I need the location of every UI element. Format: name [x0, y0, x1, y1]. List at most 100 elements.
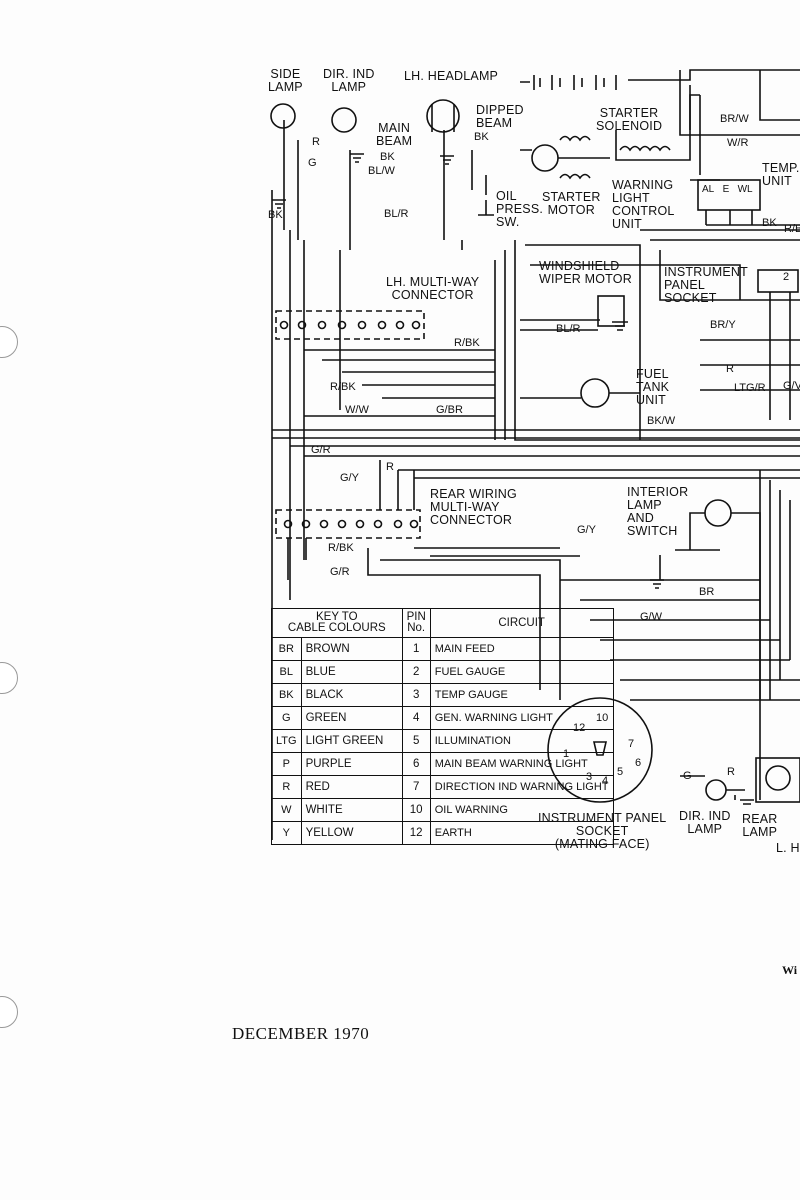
- oil-press-sw-label: OIL PRESS. SW.: [496, 190, 543, 229]
- circuit-header-cell: CIRCUIT: [429, 608, 614, 638]
- wire-label: BR: [699, 586, 715, 598]
- label-line: UNIT: [762, 174, 792, 188]
- key-cell-name: RED: [300, 775, 403, 799]
- key-cell-code: R: [271, 775, 302, 799]
- key-cell-code: W: [271, 798, 302, 822]
- label-line: SWITCH: [627, 524, 678, 538]
- label-line: REAR WIRING: [430, 487, 517, 501]
- label-line: SOCKET: [664, 291, 717, 305]
- label-line: INSTRUMENT: [664, 265, 748, 279]
- key-cell-name: LIGHT GREEN: [300, 729, 403, 753]
- key-cell-circuit: FUEL GAUGE: [429, 660, 614, 684]
- label-line: INTERIOR: [627, 485, 689, 499]
- wire-label: R: [726, 363, 734, 375]
- header-line: No.: [407, 622, 426, 634]
- key-cell-circuit: DIRECTION IND WARNING LIGHT: [429, 775, 614, 799]
- header-line: CABLE COLOURS: [287, 622, 386, 634]
- wire-label: R/BK: [330, 381, 356, 393]
- header-line: KEY TO: [316, 611, 358, 623]
- label-line: MOTOR: [547, 203, 595, 217]
- lh-rear-label: L. H: [776, 841, 800, 855]
- label-line: PANEL: [664, 278, 706, 292]
- control-unit-terminals: AL E WL: [702, 184, 753, 195]
- wire-label: R/BK: [454, 337, 480, 349]
- wire-label: G/W: [640, 611, 662, 623]
- socket-pin: 5: [617, 766, 624, 778]
- key-cell-pin: 3: [401, 683, 431, 707]
- key-cell-code: G: [271, 706, 302, 730]
- label-line: UNIT: [636, 393, 666, 407]
- wire-label: BL/W: [368, 165, 395, 177]
- label-line: BEAM: [376, 134, 413, 148]
- label-line: TANK: [636, 380, 670, 394]
- wire-label: R: [727, 766, 735, 778]
- main-beam-label: MAIN BEAM: [376, 122, 412, 148]
- label-line: LIGHT: [612, 191, 650, 205]
- pin-header-cell: PIN No.: [401, 608, 431, 638]
- dipped-beam-label: DIPPED BEAM: [476, 104, 524, 130]
- wire-label: BK: [268, 209, 283, 221]
- label-line: BEAM: [476, 116, 513, 130]
- key-cell-code: BR: [271, 637, 302, 661]
- key-cell-pin: 1: [401, 637, 431, 661]
- wire-label: G: [683, 770, 692, 782]
- key-cell-pin: 2: [401, 660, 431, 684]
- key-cell-name: PURPLE: [300, 752, 403, 776]
- starter-solenoid-label: STARTER SOLENOID: [596, 107, 662, 133]
- key-cell-pin: 4: [401, 706, 431, 730]
- key-table-header: KEY TO CABLE COLOURS PIN No. CIRCUIT: [271, 608, 614, 638]
- rear-lamp-label: REAR LAMP: [742, 813, 778, 839]
- wire-label: G/Y: [340, 472, 359, 484]
- label-line: REAR: [742, 812, 778, 826]
- wire-label: BK: [762, 217, 777, 229]
- label-line: WINDSHIELD: [539, 259, 620, 273]
- interior-lamp-switch-label: INTERIOR LAMP AND SWITCH: [627, 486, 688, 538]
- label-line: CONTROL: [612, 204, 675, 218]
- label-line: SOLENOID: [596, 119, 663, 133]
- label-line: MULTI-WAY: [430, 500, 500, 514]
- lh-headlamp-label: LH. HEADLAMP: [404, 69, 499, 83]
- terminal-al: AL: [702, 184, 715, 195]
- wire-label: R/BK: [328, 542, 354, 554]
- wire-label: G/V: [783, 380, 800, 392]
- socket-pin: 7: [628, 738, 635, 750]
- key-cell-name: WHITE: [300, 798, 403, 822]
- key-cell-code: LTG: [271, 729, 302, 753]
- wire-label: W/R: [727, 137, 749, 149]
- wire-label: BR/Y: [710, 319, 736, 331]
- label-line: CONNECTOR: [430, 513, 513, 527]
- label-line: LH. MULTI-WAY: [386, 275, 480, 289]
- fuel-tank-unit-label: FUEL TANK UNIT: [636, 368, 669, 407]
- starter-motor-label: STARTER MOTOR: [542, 191, 601, 217]
- wire-label: W/W: [345, 404, 369, 416]
- key-cell-pin: 10: [401, 798, 431, 822]
- key-cell-name: BLACK: [300, 683, 403, 707]
- key-cell-pin: 6: [401, 752, 431, 776]
- rear-wiring-connector-label: REAR WIRING MULTI-WAY CONNECTOR: [430, 488, 517, 527]
- wire-label: BK/W: [647, 415, 676, 427]
- wire-label: 2: [783, 271, 790, 283]
- label-line: SIDE: [270, 67, 301, 81]
- label-line: DIR. IND: [679, 809, 731, 823]
- wire-label: G: [308, 157, 317, 169]
- label-line: LAMP: [268, 80, 303, 94]
- key-cell-code: P: [271, 752, 302, 776]
- key-cell-pin: 12: [401, 821, 431, 845]
- wire-label: BR/W: [720, 113, 749, 125]
- wire-label: G/R: [311, 444, 331, 456]
- wire-label: G/Y: [577, 524, 596, 536]
- footer-date: DECEMBER 1970: [232, 1024, 370, 1043]
- key-header-cell: KEY TO CABLE COLOURS: [271, 608, 403, 638]
- label-line: MAIN: [378, 121, 411, 135]
- key-cell-name: YELLOW: [300, 821, 403, 845]
- header-line: PIN: [406, 611, 426, 623]
- key-cell-name: BLUE: [300, 660, 403, 684]
- temp-unit-label: TEMP. UNIT: [762, 162, 800, 188]
